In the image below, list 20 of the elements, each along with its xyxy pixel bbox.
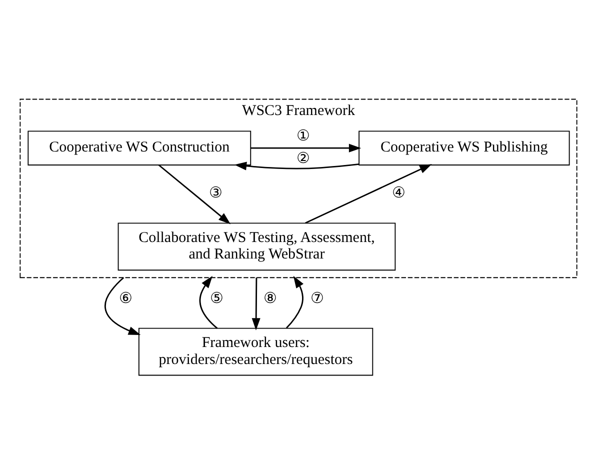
- arrow: [305, 164, 432, 224]
- edge-label: ①: [296, 128, 310, 144]
- arrow: [199, 276, 218, 329]
- node-box: Collaborative WS Testing, Assessment, and Ranking WebStrar: [118, 222, 396, 271]
- node-box: Cooperative WS Construction: [28, 130, 252, 166]
- node-box: Framework users: providers/researchers/requestors: [138, 328, 374, 376]
- arrow: [104, 277, 141, 336]
- arrow: [234, 162, 360, 170]
- node-box: Cooperative WS Publishing: [358, 130, 570, 166]
- edge-label: ⑥: [118, 290, 132, 307]
- edge-label: ⑧: [263, 290, 276, 307]
- edge-label: ⑦: [310, 290, 324, 307]
- arrow: [252, 278, 260, 330]
- arrow: [286, 276, 304, 329]
- arrow: [250, 144, 362, 152]
- edge-label: ③: [208, 186, 222, 202]
- edge-label: ④: [392, 186, 405, 202]
- arrow: [158, 164, 231, 224]
- edge-label: ⑤: [210, 290, 223, 307]
- edge-label: ②: [296, 150, 310, 167]
